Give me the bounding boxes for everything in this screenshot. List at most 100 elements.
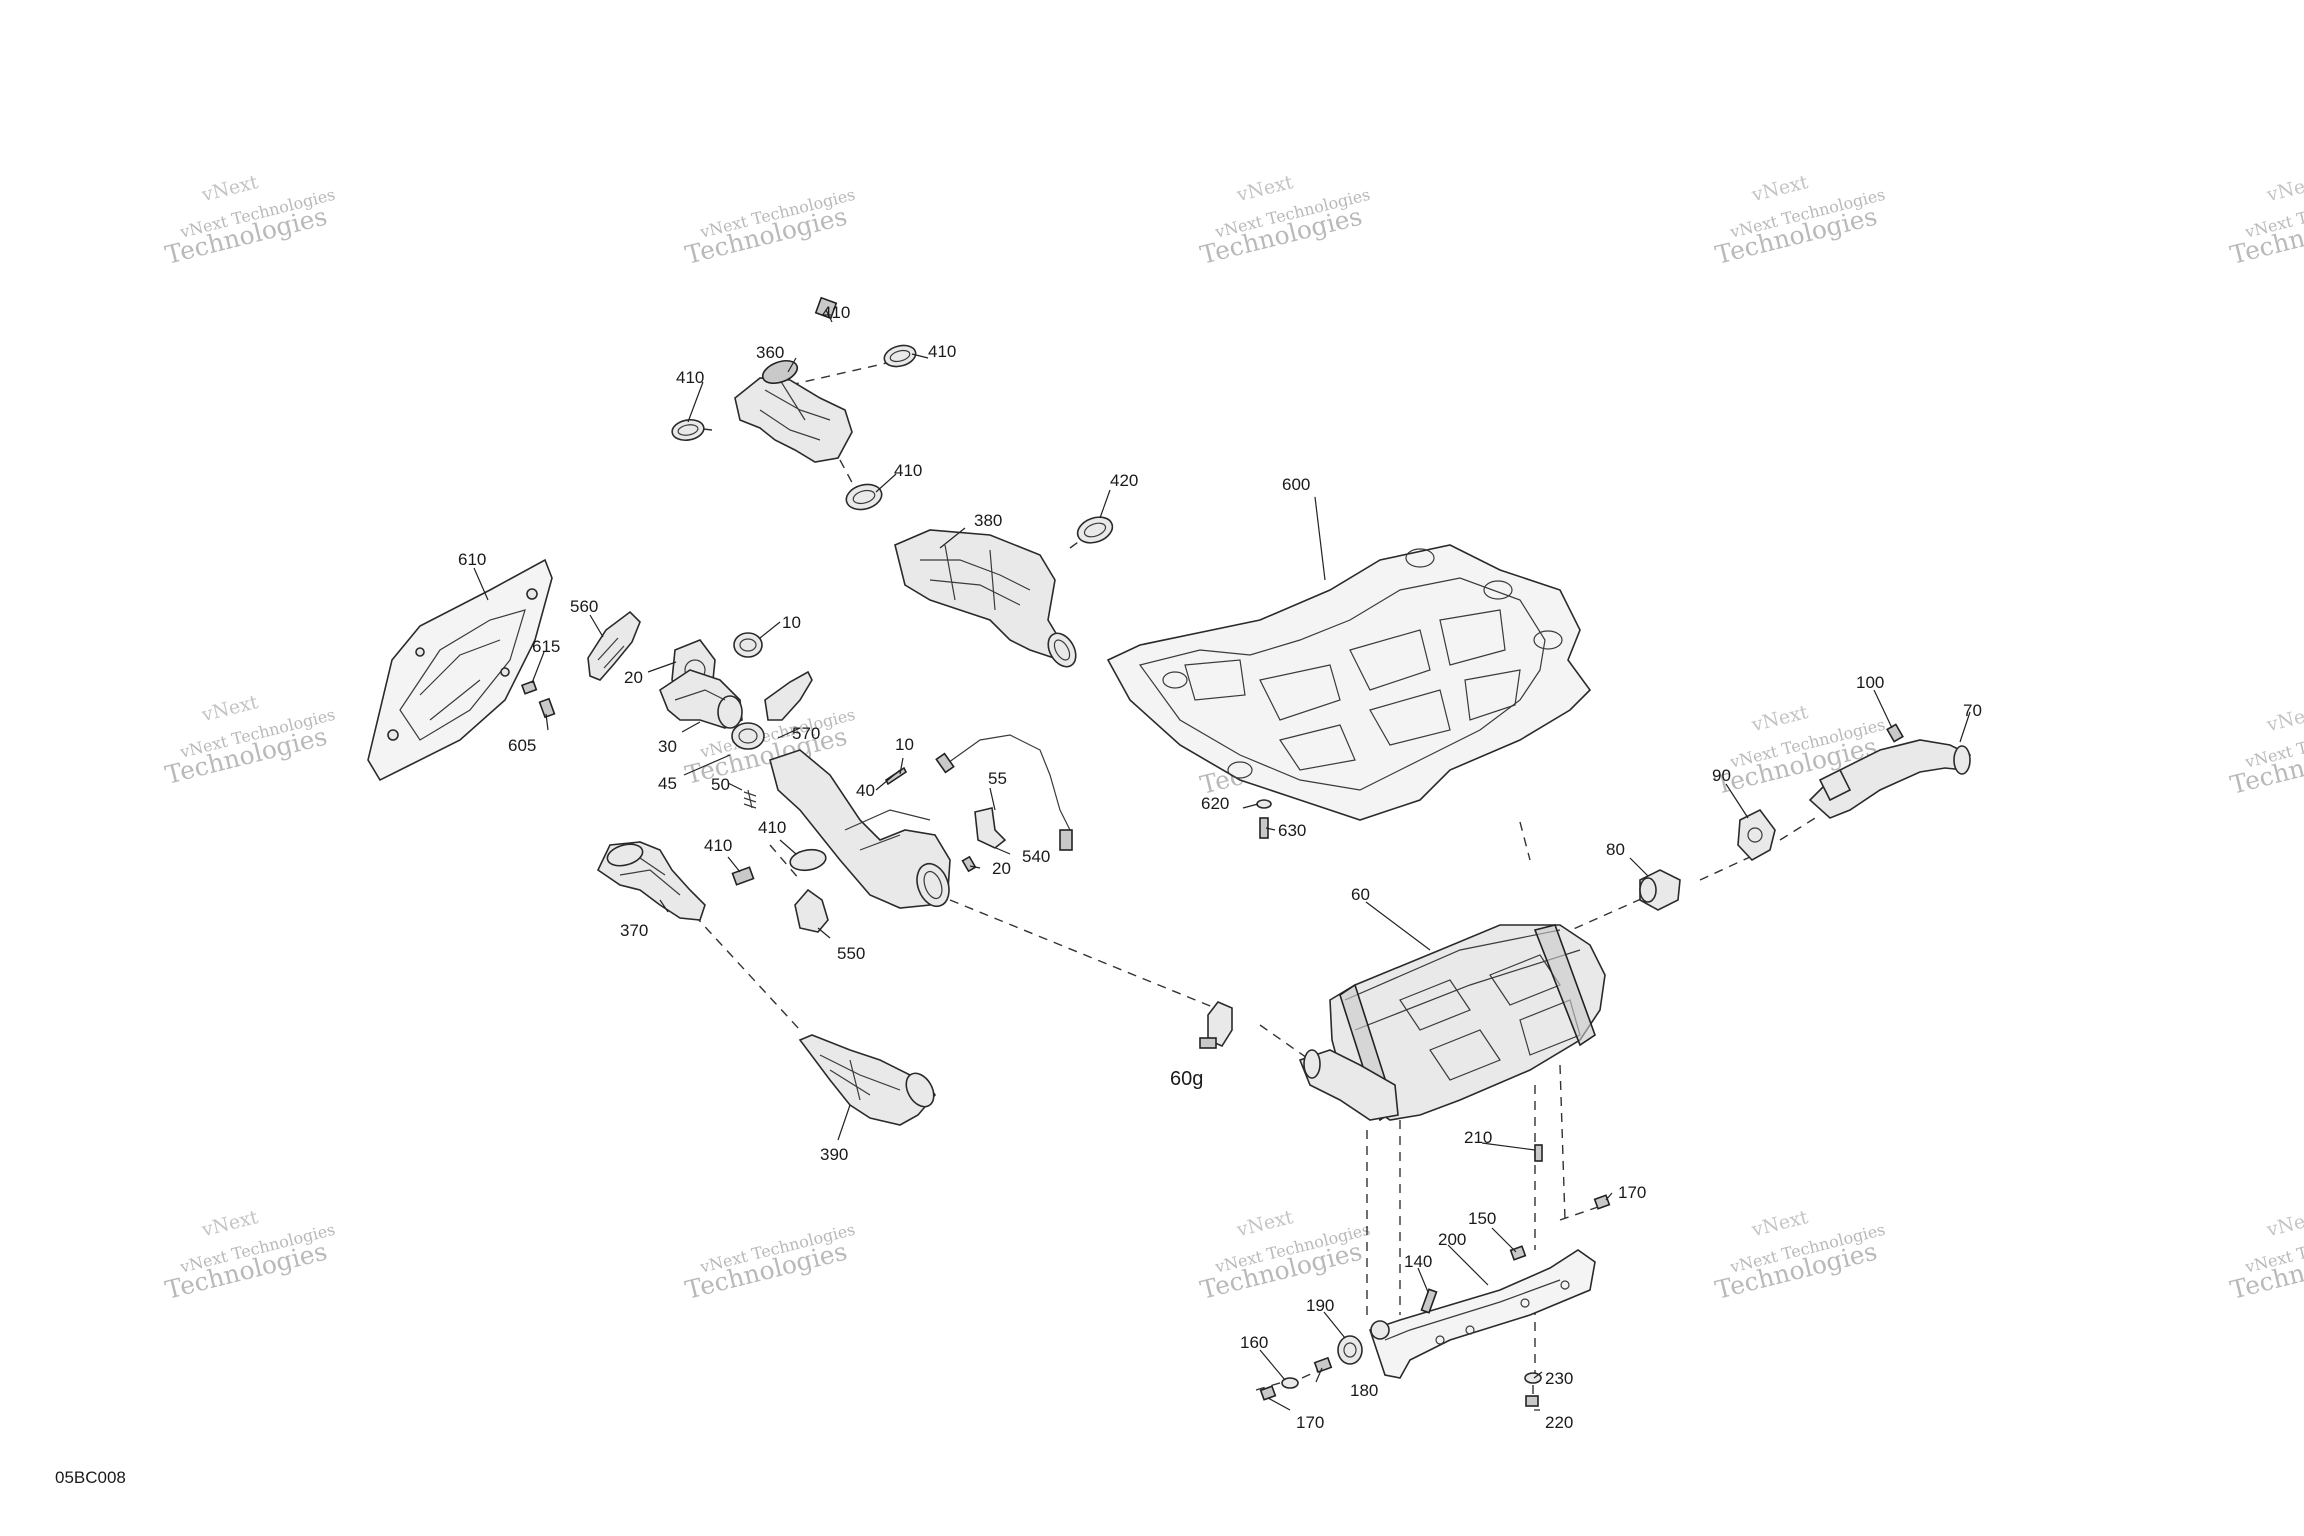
exhaust-pipe-380 (894, 529, 1077, 668)
callout-10b: 10 (895, 735, 914, 754)
callout-560: 560 (570, 597, 598, 616)
spring-50 (743, 789, 757, 809)
callout-420: 420 (1110, 471, 1138, 490)
watermark: vNext vNext Technologies Technologies (1197, 171, 1372, 270)
callout-605: 605 (508, 736, 536, 755)
callout-410-top: 410 (822, 303, 850, 322)
shield-560 (587, 610, 641, 681)
callout-360: 360 (756, 343, 784, 362)
svg-text:vNext: vNext (1234, 1206, 1296, 1241)
callout-540: 540 (1022, 847, 1050, 866)
exhaust-pipe-370 (596, 841, 706, 921)
callout-410-left: 410 (676, 368, 704, 387)
sleeve-80 (1639, 869, 1681, 911)
clamp-410-mid (845, 483, 883, 511)
callout-610: 610 (458, 550, 486, 569)
callout-570: 570 (792, 724, 820, 743)
svg-text:vNext: vNext (2264, 701, 2304, 736)
callout-170-right: 170 (1618, 1183, 1646, 1202)
svg-text:vNext: vNext (199, 691, 261, 726)
gasket-45 (731, 722, 765, 750)
callout-10a: 10 (782, 613, 801, 632)
callout-410-mid: 410 (894, 461, 922, 480)
clamp-420 (1076, 516, 1114, 544)
bolt-605 (538, 697, 556, 719)
exhaust-pipe-390 (798, 1034, 937, 1126)
callout-220: 220 (1545, 1413, 1573, 1432)
tailpipe-70 (1808, 739, 1971, 819)
screw-100 (1886, 723, 1904, 743)
watermark: vNext vNext Technologies Technologies (1712, 1206, 1887, 1305)
clamp-410-top (814, 296, 838, 320)
callout-30: 30 (658, 737, 677, 756)
watermark: vNext vNext Technologies Technologies (162, 171, 337, 270)
callout-620: 620 (1201, 794, 1229, 813)
catalytic-converter (769, 749, 951, 909)
callout-410-lower: 410 (704, 836, 732, 855)
watermark: vNext Technologies Technologies (682, 185, 857, 270)
clamp-410-left (671, 418, 705, 442)
callout-70: 70 (1963, 701, 1982, 720)
bolt-10 (884, 766, 908, 786)
callout-630: 630 (1278, 821, 1306, 840)
watermark: vNext vNext Technologies Technologies (1197, 1206, 1372, 1305)
watermark: vNext vNext Technologies Technologies (162, 1206, 337, 1305)
gasket-90 (1737, 808, 1776, 862)
watermark: vNext vNext Technologies Technologies (2227, 701, 2304, 800)
callout-40: 40 (856, 781, 875, 800)
heat-shield-610 (367, 558, 553, 782)
clamp-410-right (883, 344, 917, 368)
diagram-code: 05BC008 (55, 1468, 126, 1487)
callout-80: 80 (1606, 840, 1625, 859)
gasket-10 (733, 632, 763, 658)
svg-text:vNext: vNext (199, 171, 261, 206)
exhaust-pipe-360 (734, 359, 853, 463)
callout-190: 190 (1306, 1296, 1334, 1315)
watermark: vNext Technologies Technologies (682, 1220, 857, 1305)
callout-100: 100 (1856, 673, 1884, 692)
callout-20a: 20 (624, 668, 643, 687)
clamp-60g (1199, 1001, 1233, 1049)
watermark: vNext vNext Technologies Technologies (2227, 1206, 2304, 1305)
shield-550 (794, 888, 829, 933)
shield-570 (764, 670, 813, 721)
callout-20b: 20 (992, 859, 1011, 878)
callout-50: 50 (711, 775, 730, 794)
exhaust-manifold-30 (659, 669, 743, 729)
svg-text:vNext: vNext (2264, 1206, 2304, 1241)
callout-210: 210 (1464, 1128, 1492, 1147)
callout-380: 380 (974, 511, 1002, 530)
clamp-410-lower (731, 848, 827, 886)
watermark: vNext vNext Technologies Technologies (2227, 171, 2304, 270)
callout-550: 550 (837, 944, 865, 963)
watermark: vNext vNext Technologies Technologies (1712, 171, 1887, 270)
nut-220 (1525, 1395, 1539, 1407)
muffler-60 (1298, 924, 1606, 1122)
callout-labels: 610 560 615 605 20 10 30 45 50 570 10 40… (458, 303, 1982, 1432)
leader-lines (473, 309, 1971, 1411)
callout-90: 90 (1712, 766, 1731, 785)
callout-55: 55 (988, 769, 1007, 788)
callout-410-right: 410 (928, 342, 956, 361)
bracket-55 (974, 807, 1007, 849)
svg-text:vNext: vNext (199, 1206, 261, 1241)
washer-620 (1256, 799, 1272, 809)
nut-170-right (1593, 1194, 1611, 1210)
callout-150: 150 (1468, 1209, 1496, 1228)
svg-text:vNext: vNext (1749, 701, 1811, 736)
svg-text:vNext: vNext (1749, 171, 1811, 206)
callout-170-left: 170 (1296, 1413, 1324, 1432)
watermark: vNext vNext Technologies Technologies (162, 691, 337, 790)
washer-160 (1281, 1377, 1299, 1389)
nut-170-left (1259, 1385, 1277, 1401)
skid-plate-600 (1106, 544, 1592, 821)
svg-text:vNext: vNext (2264, 171, 2304, 206)
callout-180: 180 (1350, 1381, 1378, 1400)
callout-45: 45 (658, 774, 677, 793)
callout-140: 140 (1404, 1252, 1432, 1271)
damper-190 (1337, 1335, 1363, 1365)
fastener-20 (961, 855, 977, 873)
callout-200: 200 (1438, 1230, 1466, 1249)
o2-sensor-540 (935, 734, 1073, 851)
